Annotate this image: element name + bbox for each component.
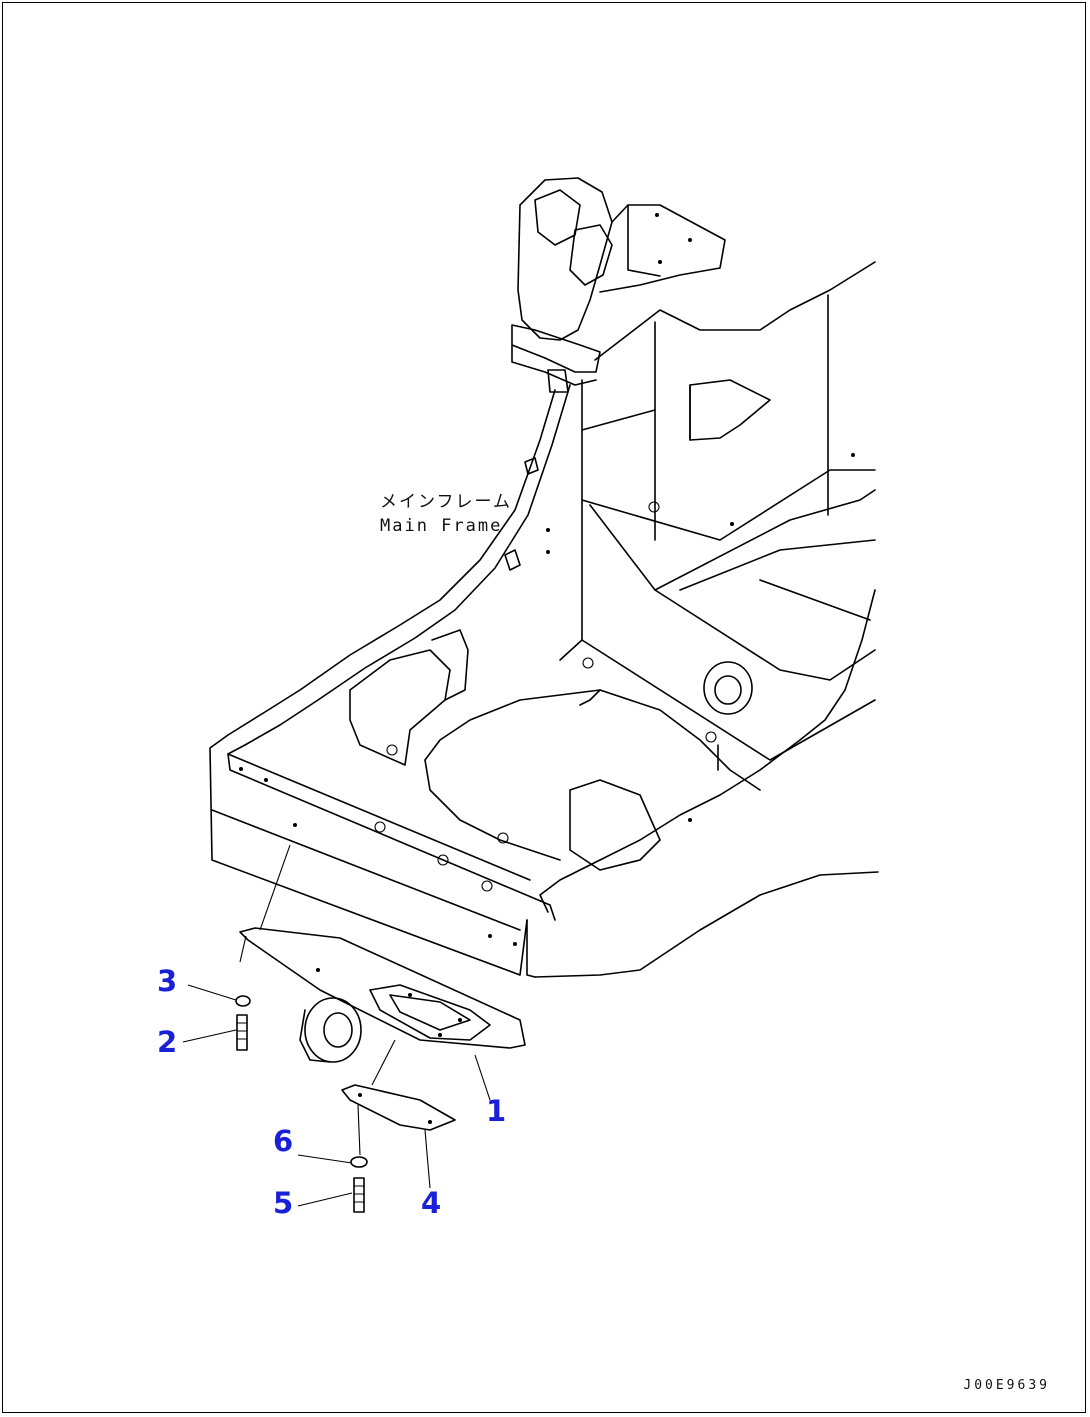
exploded-parts [235, 844, 526, 1213]
front-hinge-boss [511, 177, 726, 393]
callout-2: 2 [157, 1025, 178, 1059]
callout-leaders [182, 984, 491, 1207]
frame-label-en: Main Frame [380, 516, 503, 536]
callout-3: 3 [157, 964, 178, 998]
callout-1: 1 [486, 1094, 507, 1128]
drawing-code: J00E9639 [963, 1378, 1050, 1393]
frame-label-jp: メインフレーム [380, 492, 512, 512]
callout-6: 6 [273, 1124, 294, 1158]
main-frame-body [209, 261, 879, 978]
callout-4: 4 [421, 1186, 442, 1220]
callout-5: 5 [273, 1186, 294, 1220]
